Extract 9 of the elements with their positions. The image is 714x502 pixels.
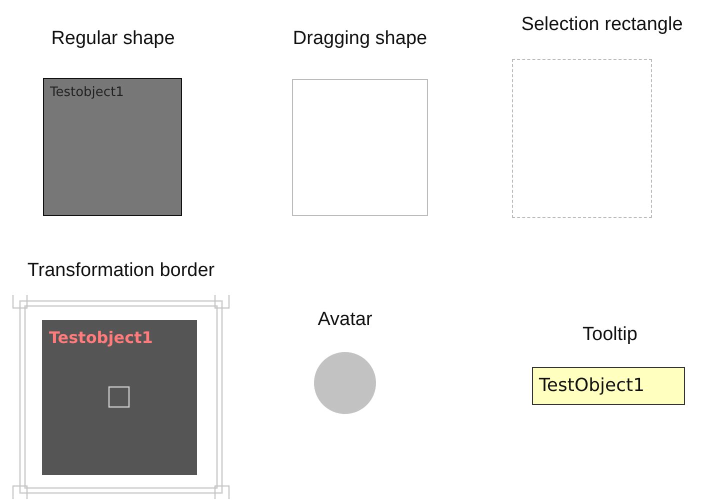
shape-caption: Dragging shape: [292, 27, 428, 51]
shape-caption: Transformation border: [26, 259, 216, 283]
shape-caption: Avatar: [316, 308, 374, 332]
object-label: Testobject1: [50, 85, 124, 100]
shape-caption: Tooltip: [582, 323, 638, 347]
object-label: TestObject1: [539, 375, 645, 396]
shape-caption: Selection rectangle: [520, 13, 684, 37]
object-label: Testobject1: [49, 328, 153, 347]
shape-caption: Regular shape: [50, 27, 176, 51]
